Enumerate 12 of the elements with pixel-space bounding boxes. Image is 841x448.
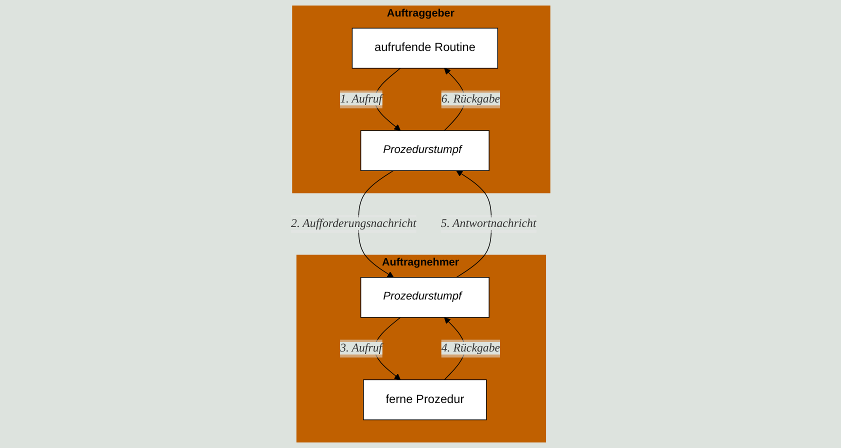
node-box: ferne Prozedur (363, 379, 487, 420)
edge-label: 5. Antwortnachricht (440, 217, 536, 230)
edge-label: 2. Aufforderungsnachricht (291, 217, 416, 230)
edge-label: 6. Rückgabe (441, 92, 500, 106)
arrow (456, 170, 492, 278)
node-box: Prozedurstumpf (360, 130, 490, 171)
edge-label: 1. Aufruf (340, 92, 382, 106)
node-box: Prozedurstumpf (360, 277, 490, 318)
arrow (358, 170, 394, 278)
node-box: aufrufende Routine (352, 28, 498, 69)
edge-label: 4. Rückgabe (441, 342, 500, 355)
edge-label: 3. Aufruf (340, 342, 382, 355)
